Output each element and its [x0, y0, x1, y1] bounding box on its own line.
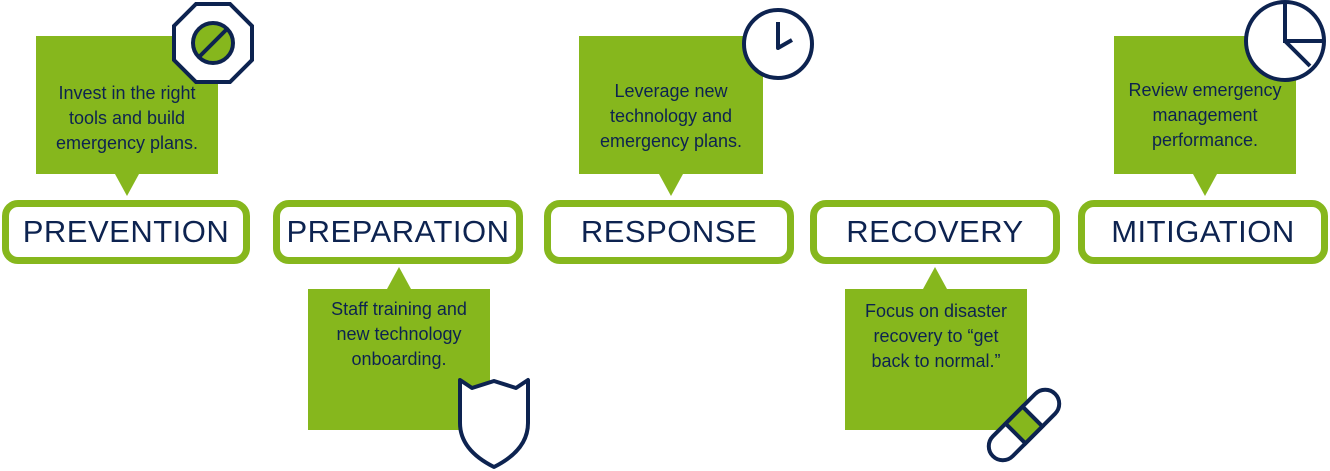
- pie-chart-icon: [1244, 0, 1328, 84]
- callout-line: performance.: [1151, 129, 1259, 150]
- stage-label: PREVENTION: [22, 214, 230, 249]
- callout-line: back to normal.”: [871, 351, 1001, 371]
- shield-icon: [456, 378, 532, 470]
- stop-sign-icon: [172, 2, 254, 84]
- callout-line: emergency plans.: [599, 130, 743, 151]
- callout-line: emergency plans.: [55, 132, 199, 153]
- bandage-icon: [978, 380, 1070, 470]
- callout-line: technology and: [609, 105, 733, 126]
- callout-line: Focus on disaster: [864, 301, 1008, 321]
- callout-pointer: [659, 174, 683, 196]
- stage-prevention: PREVENTION: [2, 200, 250, 264]
- callout-pointer: [923, 267, 947, 289]
- callout-response: Leverage new technology and emergency pl…: [579, 36, 763, 174]
- callout-line: tools and build: [68, 107, 186, 128]
- stage-label: RESPONSE: [580, 214, 758, 249]
- stage-label: RECOVERY: [846, 214, 1024, 249]
- stage-mitigation: MITIGATION: [1078, 200, 1328, 264]
- callout-pointer: [1193, 174, 1217, 196]
- stage-preparation: PREPARATION: [273, 200, 523, 264]
- callout-line: Staff training and: [331, 299, 467, 319]
- callout-line: Invest in the right: [58, 82, 196, 103]
- stage-label: PREPARATION: [286, 214, 510, 249]
- stage-recovery: RECOVERY: [810, 200, 1060, 264]
- stage-label: MITIGATION: [1111, 214, 1295, 249]
- callout-line: Review emergency: [1128, 79, 1282, 100]
- callout-line: management: [1152, 104, 1258, 125]
- callout-line: new technology: [336, 324, 462, 344]
- stage-response: RESPONSE: [544, 200, 794, 264]
- callout-line: onboarding.: [351, 349, 447, 369]
- callout-line: Leverage new: [614, 80, 728, 101]
- callout-mitigation: Review emergency management performance.: [1114, 36, 1296, 174]
- callout-pointer: [387, 267, 411, 289]
- callout-pointer: [115, 174, 139, 196]
- clock-icon: [740, 8, 818, 80]
- callout-line: recovery to “get: [873, 326, 999, 346]
- callout-recovery: Focus on disaster recovery to “get back …: [845, 289, 1027, 430]
